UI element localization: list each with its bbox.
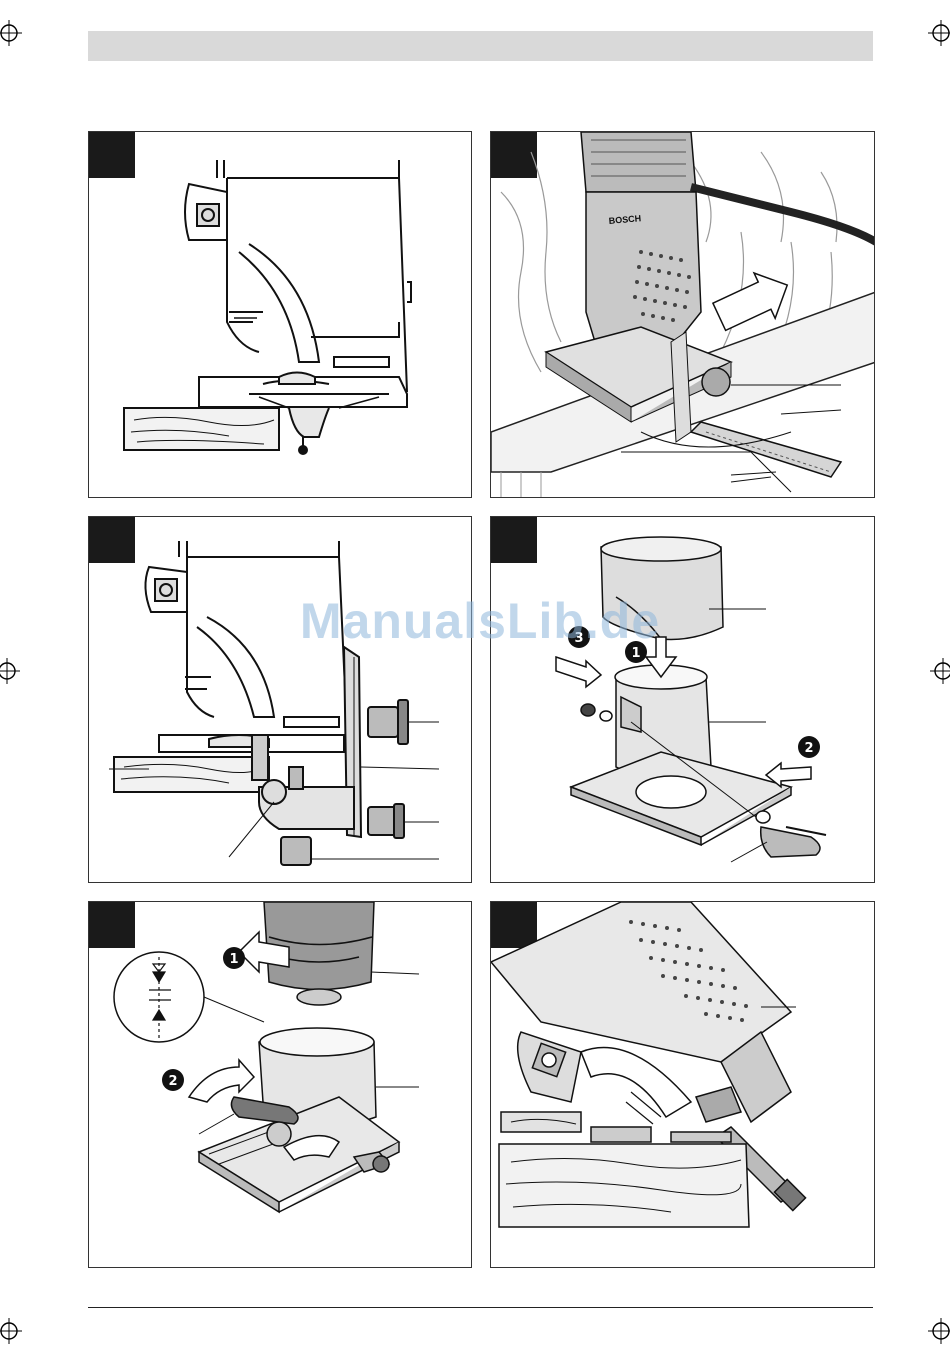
registration-mark-bottom-left [0,1318,22,1344]
figure-panel-1 [88,131,472,498]
header-bar [88,31,873,61]
figure-panel-6 [490,901,875,1268]
router-with-guide-illustration: BOSCH [491,132,875,498]
figure-panel-4: 1 2 3 [490,516,875,883]
step-marker-2: 2 [804,741,813,756]
tilted-router-illustration [491,902,875,1268]
figure-panel-3 [88,516,472,883]
figure-panel-5: 1 2 [88,901,472,1268]
figure-panel-2: BOSCH [490,131,875,498]
footer-rule [88,1307,873,1308]
step-marker-1: 1 [229,952,238,967]
registration-mark-top-left [0,20,22,46]
router-edge-illustration [89,132,472,498]
registration-mark-mid-left [0,658,20,684]
registration-mark-mid-right [930,658,950,684]
router-fence-illustration [89,517,472,883]
registration-mark-top-right [928,20,950,46]
base-assembly-illustration: 1 2 3 [491,517,875,883]
registration-mark-bottom-right [928,1318,950,1344]
watermark: ManualsLib.de [290,592,670,650]
step-marker-2: 2 [168,1074,177,1089]
motor-insertion-illustration: 1 2 [89,902,472,1268]
